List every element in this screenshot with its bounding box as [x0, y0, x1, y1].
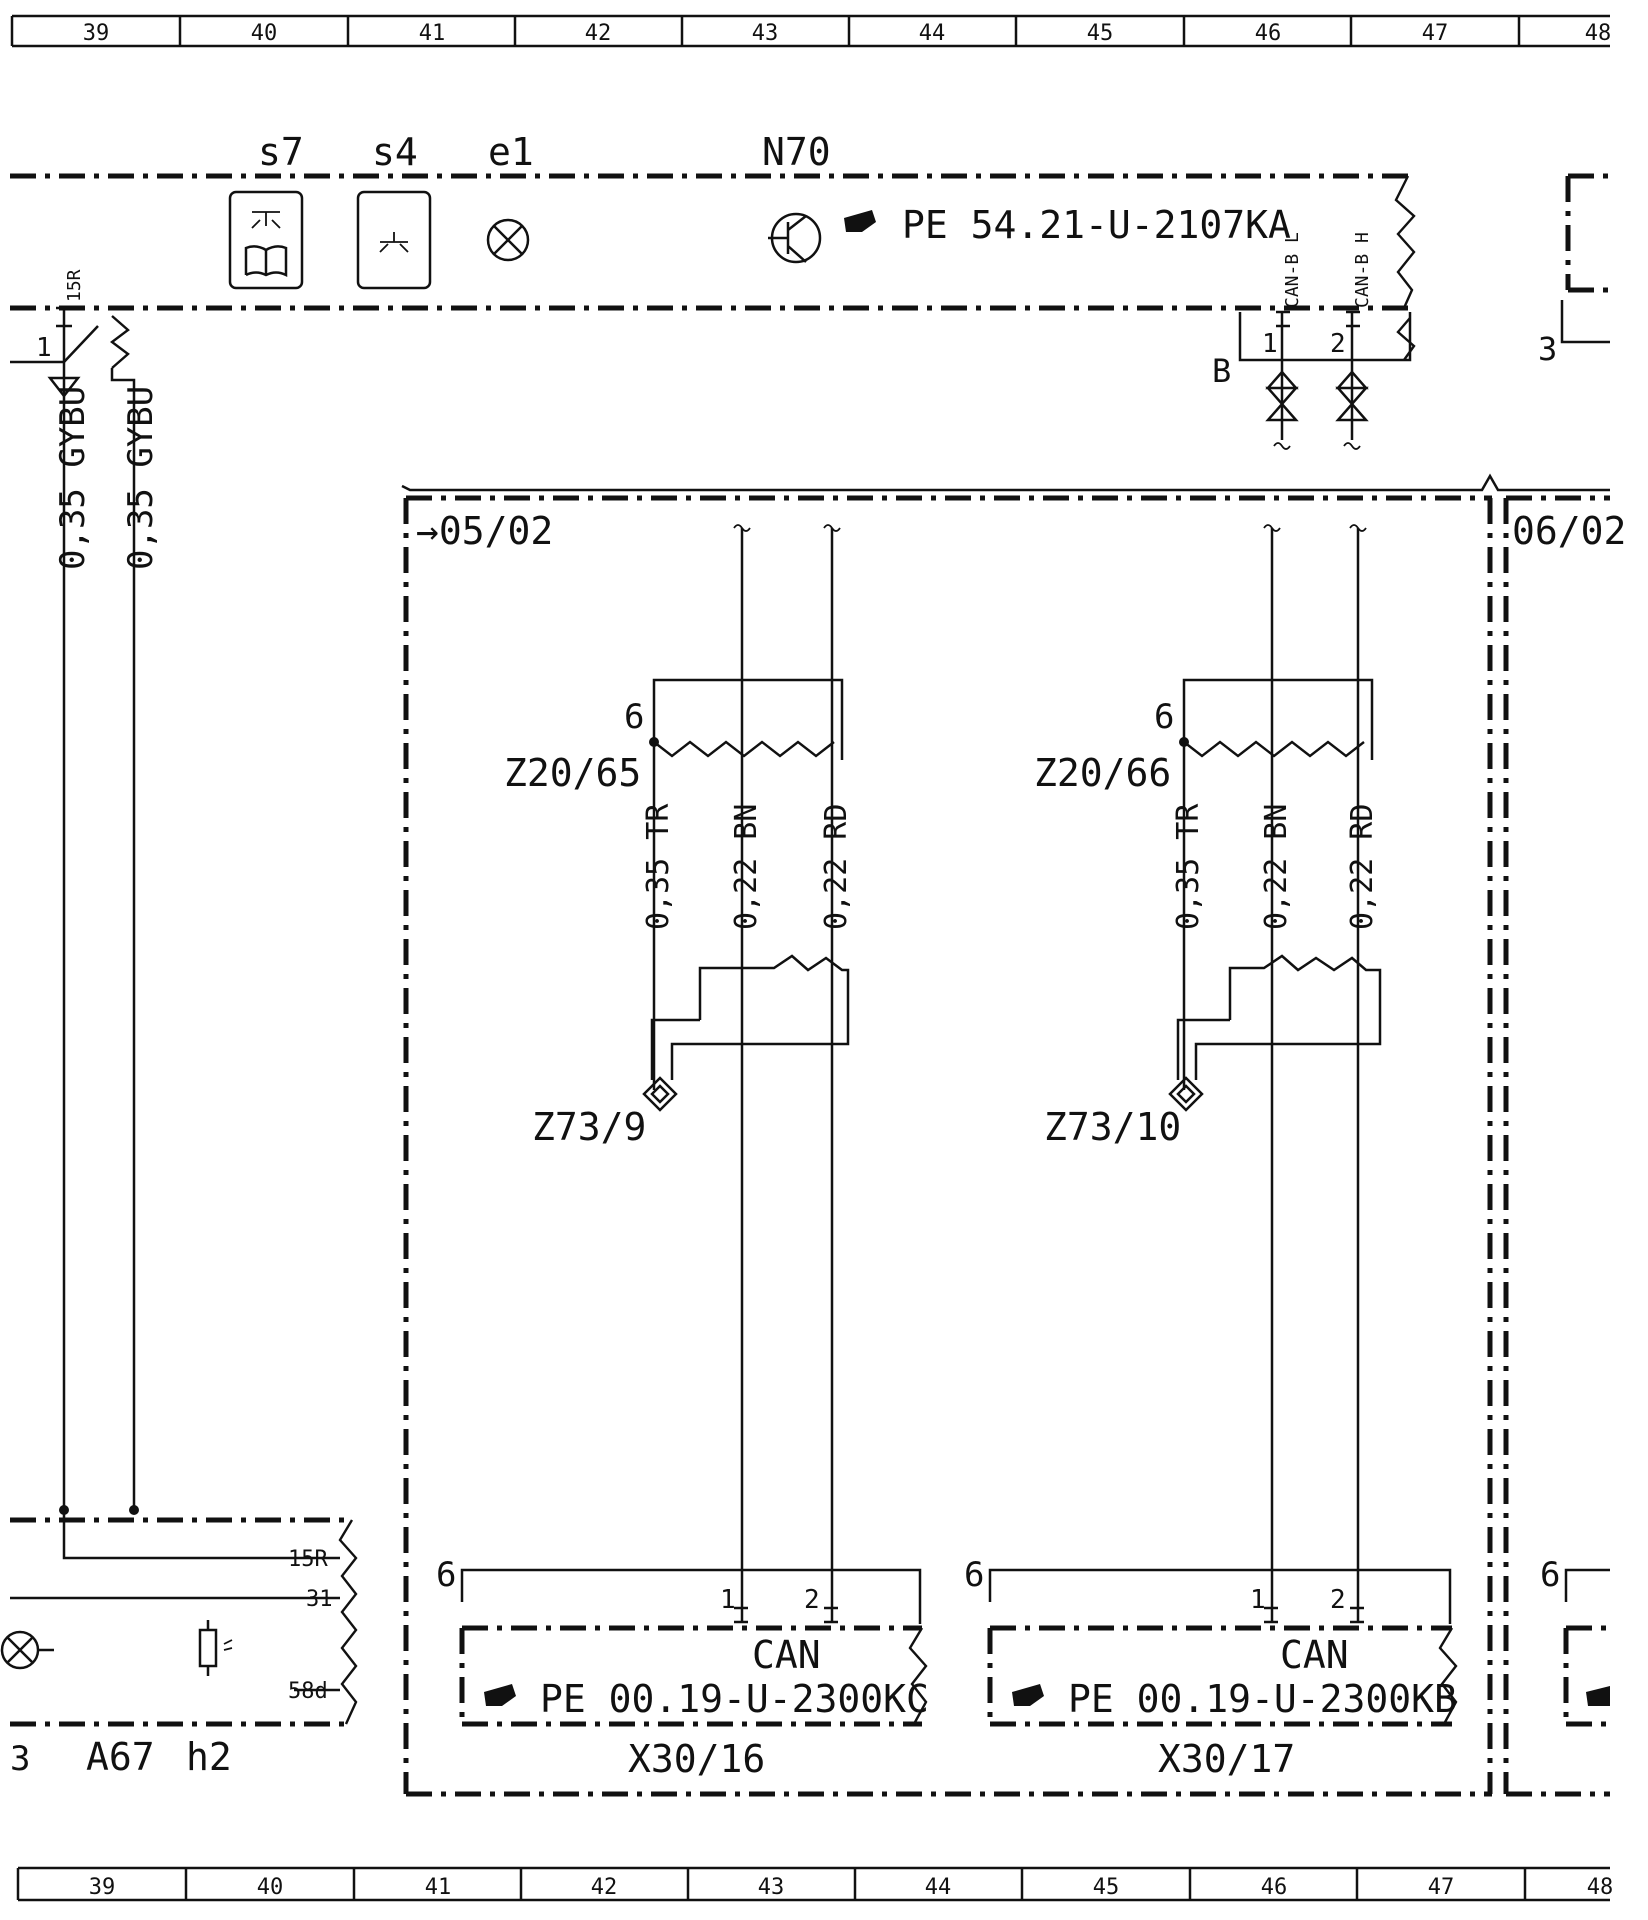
n70-label: N70 [762, 130, 831, 174]
x30-16-can: CAN [752, 1633, 821, 1677]
n70-reference-pointer-icon [844, 210, 876, 232]
x30-17-connector [987, 1568, 1458, 1727]
a67-module-box [10, 1505, 358, 1727]
grid-bottom-43: 43 [758, 1875, 785, 1900]
grid-top-43: 43 [752, 21, 779, 46]
x30-16-pin1: 1 [720, 1585, 736, 1615]
z20-65-wiring [649, 524, 850, 1608]
x30-17-label: X30/17 [1158, 1737, 1295, 1781]
can-b-l-label: CAN-B L [1282, 232, 1303, 308]
grid-top-48: 48 [1585, 21, 1612, 46]
z20-66-wire-tr: 0,35 TR [1171, 803, 1206, 930]
z20-65-label: Z20/65 [504, 751, 641, 795]
label-3: 3 [1538, 330, 1557, 368]
e1-lamp-icon [486, 218, 530, 262]
x30-17-pin2: 2 [1330, 1585, 1346, 1615]
z73-9-ground-icon [642, 1076, 678, 1112]
x30-16-connector [459, 1568, 928, 1727]
z20-66-wire-bn: 0,22 BN [1259, 804, 1294, 930]
grid-top-45: 45 [1087, 21, 1114, 46]
grid-bottom-44: 44 [925, 1875, 952, 1900]
can-b-connector-pins [1238, 310, 1416, 362]
top-grid-ruler: 39 40 41 42 43 44 45 46 47 48 [10, 14, 1612, 48]
right-stub-connector [1563, 1568, 1610, 1727]
x30-16-pin2: 2 [804, 1585, 820, 1615]
can-b-connector-icons [1265, 326, 1369, 450]
can-b-h-label: CAN-B H [1352, 232, 1373, 308]
e1-label: e1 [488, 130, 534, 174]
z73-10-label: Z73/10 [1044, 1105, 1181, 1149]
z20-66-label: Z20/66 [1034, 751, 1171, 795]
s7-label: s7 [258, 130, 304, 174]
x30-16-reference-pointer-icon [484, 1684, 516, 1706]
x30-16-reference: PE 00.19-U-2300KC [540, 1677, 929, 1721]
a67-pin-58d: 58d [288, 1679, 328, 1704]
grid-bottom-45: 45 [1093, 1875, 1120, 1900]
grid-bottom-39: 39 [89, 1875, 116, 1900]
grid-top-40: 40 [251, 21, 278, 46]
left-wire-1-spec: 0,35 GYBU [53, 386, 93, 570]
s7-switch-icon [228, 190, 304, 290]
buzzer-icon [198, 1620, 233, 1676]
h2-label: h2 [186, 1735, 232, 1779]
grid-top-47: 47 [1422, 21, 1449, 46]
x30-17-pin1: 1 [1250, 1585, 1266, 1615]
label-b: B [1212, 352, 1231, 390]
left-wire-2-spec: 0,35 GYBU [121, 386, 161, 570]
grid-top-42: 42 [585, 21, 612, 46]
can-b-pin2: 2 [1330, 329, 1346, 359]
left-wire-pin1: 1 [36, 333, 52, 363]
grid-top-39: 39 [83, 21, 110, 46]
can-b-pin1: 1 [1262, 329, 1278, 359]
frame-ref-left: →05/02 [416, 509, 553, 553]
x30-16-label: X30/16 [628, 1737, 765, 1781]
a67-label: A67 [86, 1735, 155, 1779]
z20-65-num: 6 [624, 697, 644, 737]
a67-pin-15r: 15R [288, 1547, 328, 1572]
right-stub-box-top [1560, 173, 1610, 344]
x30-17-can: CAN [1280, 1633, 1349, 1677]
z20-66-wire-rd: 0,22 RD [1345, 804, 1380, 930]
s4-switch-icon [356, 190, 432, 290]
h2-lamp-icon [0, 1630, 54, 1670]
x30-17-num: 6 [964, 1555, 984, 1595]
z20-65-wire-rd: 0,22 RD [819, 804, 854, 930]
a67-pin-31: 31 [306, 1587, 333, 1612]
grid-top-46: 46 [1255, 21, 1282, 46]
frame-ref-right: 06/02 [1512, 509, 1626, 553]
s4-label: s4 [372, 130, 418, 174]
right-stub-num: 6 [1540, 1555, 1560, 1595]
bottom-grid-ruler: 39 40 41 42 43 44 45 46 47 48 [16, 1866, 1614, 1902]
grid-bottom-47: 47 [1428, 1875, 1455, 1900]
x30-17-reference: PE 00.19-U-2300KB [1068, 1677, 1457, 1721]
grid-top-41: 41 [419, 21, 446, 46]
z20-66-wiring [1176, 524, 1382, 1608]
top-module-box [10, 173, 1416, 311]
x30-17-reference-pointer-icon [1012, 1684, 1044, 1706]
z20-65-wire-tr: 0,35 TR [641, 803, 676, 930]
z20-65-wire-bn: 0,22 BN [729, 804, 764, 930]
grid-bottom-46: 46 [1261, 1875, 1288, 1900]
n70-transistor-icon [768, 212, 822, 264]
n70-reference: PE 54.21-U-2107KA [902, 203, 1291, 247]
z20-66-num: 6 [1154, 697, 1174, 737]
grid-bottom-42: 42 [591, 1875, 618, 1900]
grid-bottom-40: 40 [257, 1875, 284, 1900]
z73-10-ground-icon [1168, 1076, 1204, 1112]
a67-left-3: 3 [10, 1739, 30, 1779]
grid-top-44: 44 [919, 21, 946, 46]
grid-bottom-41: 41 [425, 1875, 452, 1900]
x30-16-num: 6 [436, 1555, 456, 1595]
left-wires [10, 306, 136, 1510]
left-wire-15r: 15R [64, 269, 85, 302]
main-can-frame [401, 473, 1610, 1797]
grid-bottom-48: 48 [1587, 1875, 1614, 1900]
z73-9-label: Z73/9 [532, 1105, 646, 1149]
